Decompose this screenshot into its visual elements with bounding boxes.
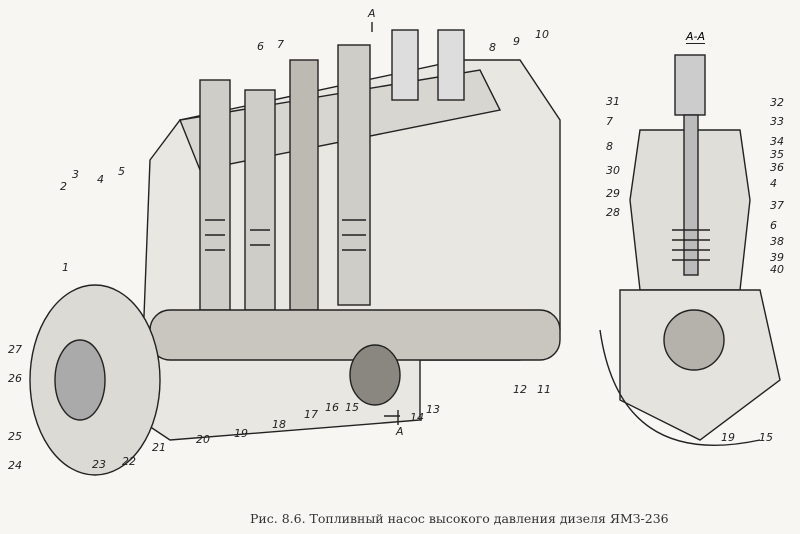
callout-label: 12 bbox=[513, 383, 527, 396]
callout-label: 7 bbox=[606, 115, 613, 128]
callout-label: 10 bbox=[535, 28, 549, 41]
callout-label: 26 bbox=[8, 372, 22, 385]
callout-label: 5 bbox=[118, 165, 125, 178]
callout-label: 37 bbox=[770, 199, 784, 212]
callout-label: 31 bbox=[606, 95, 620, 108]
callout-label: 18 bbox=[272, 418, 286, 431]
callout-label: 22 bbox=[122, 455, 136, 468]
callout-label: 9 bbox=[513, 35, 520, 48]
camshaft bbox=[149, 309, 561, 361]
callout-label: 30 bbox=[606, 164, 620, 177]
callout-label: 40 bbox=[770, 263, 784, 276]
callout-label: 34 bbox=[770, 135, 784, 148]
callout-label: 1 bbox=[62, 261, 69, 274]
callout-label: 17 bbox=[304, 408, 318, 421]
callout-label: 19 bbox=[721, 431, 735, 444]
callout-label: 19 bbox=[234, 427, 248, 440]
callout-label: 21 bbox=[152, 441, 166, 454]
callout-label: 8 bbox=[489, 41, 496, 54]
callout-label: 27 bbox=[8, 343, 22, 356]
callout-label: 4 bbox=[97, 173, 104, 186]
callout-label: 25 bbox=[8, 430, 22, 443]
callout-label: 7 bbox=[277, 38, 284, 51]
callout-label: 36 bbox=[770, 161, 784, 174]
callout-label: 6 bbox=[257, 40, 264, 53]
callout-label: 23 bbox=[92, 458, 106, 471]
callout-label: 32 bbox=[770, 96, 784, 109]
callout-label: 8 bbox=[606, 140, 613, 153]
callout-label: 33 bbox=[770, 115, 784, 128]
section-view bbox=[599, 54, 781, 446]
callout-label: 38 bbox=[770, 235, 784, 248]
callout-label: 39 bbox=[770, 251, 784, 264]
callout-label: 6 bbox=[770, 219, 777, 232]
figure-caption: Рис. 8.6. Топливный насос высокого давле… bbox=[250, 511, 669, 526]
section-marker-bottom: А bbox=[396, 425, 404, 438]
callout-label: 3 bbox=[72, 168, 79, 181]
section-marker-top: А bbox=[368, 7, 376, 20]
callout-label: 4 bbox=[770, 177, 777, 190]
callout-label: 16 bbox=[325, 401, 339, 414]
callout-label: 28 bbox=[606, 206, 620, 219]
plunger-sections bbox=[199, 29, 465, 311]
callout-label: 11 bbox=[537, 383, 551, 396]
callout-label: 13 bbox=[426, 403, 440, 416]
callout-label: 15 bbox=[345, 401, 359, 414]
callout-label: 14 bbox=[410, 411, 424, 424]
callout-label: 15 bbox=[759, 431, 773, 444]
callout-label: 29 bbox=[606, 187, 620, 200]
callout-label: 24 bbox=[8, 459, 22, 472]
section-title: А-А bbox=[686, 30, 706, 44]
callout-label: 35 bbox=[770, 148, 784, 161]
callout-label: 20 bbox=[196, 433, 210, 446]
callout-label: 2 bbox=[60, 180, 67, 193]
